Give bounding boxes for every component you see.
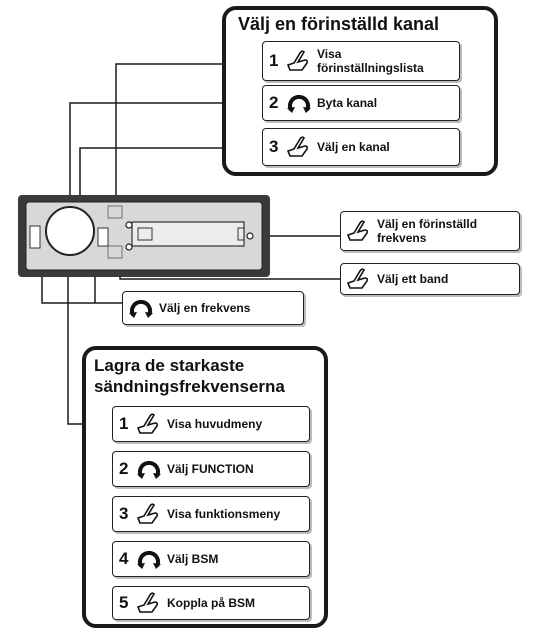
touch-icon: [346, 268, 369, 289]
best-stations-panel: Lagra de starkaste sändningsfrekvenserna: [82, 346, 328, 628]
preset-up-button: [125, 221, 133, 229]
step-label: Koppla på BSM: [167, 596, 256, 610]
bottom-step-5[interactable]: 5 Koppla på BSM: [112, 586, 310, 620]
step-number: 4: [119, 549, 129, 568]
rotate-icon: [137, 550, 161, 569]
band-button: [107, 245, 123, 259]
side-button-left: [29, 225, 41, 249]
touch-icon: [136, 592, 159, 613]
step-label: Visa huvudmeny: [167, 417, 263, 431]
callout-label: Välj ett band: [377, 272, 449, 286]
callout-label: Välj en frekvens: [159, 301, 251, 315]
side-button-right: [97, 227, 109, 247]
bottom-step-1[interactable]: 1 Visa huvudmeny: [112, 406, 310, 442]
step-label: Välj BSM: [167, 552, 219, 566]
step-number: 2: [119, 459, 129, 478]
touch-icon: [346, 220, 369, 241]
callout-preset-frequency[interactable]: Välj en förinställd frekvens: [340, 211, 520, 251]
list-button: [107, 205, 123, 219]
rotate-icon: [137, 460, 161, 479]
callout-band[interactable]: Välj ett band: [340, 263, 520, 295]
touch-icon: [136, 503, 159, 524]
step-label: Välj en kanal: [317, 140, 390, 154]
preset-down-button: [125, 243, 133, 251]
rotate-icon: [287, 94, 311, 113]
step-label: Visa förinställningslista: [317, 47, 424, 75]
detach-button: [246, 232, 254, 240]
step-number: 1: [119, 414, 129, 433]
stereo-display: [131, 221, 245, 247]
step-number: 3: [269, 137, 279, 156]
step-number: 1: [269, 51, 279, 70]
display-end: [237, 227, 245, 241]
top-step-1[interactable]: 1 Visa förinställningslista: [262, 41, 460, 81]
step-number: 5: [119, 593, 129, 612]
display-segment: [137, 227, 153, 241]
step-number: 3: [119, 504, 129, 523]
line-step1-preset-list: [115, 63, 262, 212]
bottom-step-4[interactable]: 4 Välj BSM: [112, 541, 310, 577]
top-step-2[interactable]: 2 Byta kanal: [262, 85, 460, 121]
touch-icon: [286, 50, 309, 71]
bottom-step-2[interactable]: 2 Välj FUNCTION: [112, 451, 310, 487]
callout-frequency[interactable]: Välj en frekvens: [122, 291, 304, 325]
volume-knob: [45, 206, 95, 256]
rotate-icon: [129, 299, 153, 318]
step-label: Välj FUNCTION: [167, 462, 254, 476]
callout-label: Välj en förinställd frekvens: [377, 217, 478, 245]
line-step2-knob: [69, 102, 262, 222]
bottom-step-3[interactable]: 3 Visa funktionsmeny: [112, 496, 310, 532]
top-step-3[interactable]: 3 Välj en kanal: [262, 128, 460, 166]
step-label: Byta kanal: [317, 96, 378, 110]
step-number: 2: [269, 93, 279, 112]
preset-channel-title: Välj en förinställd kanal: [238, 14, 440, 34]
touch-icon: [136, 413, 159, 434]
best-stations-title-line1: Lagra de starkaste: [94, 356, 245, 375]
touch-icon: [286, 136, 309, 157]
car-stereo-unit: [18, 195, 270, 277]
step-label: Visa funktionsmeny: [167, 507, 281, 521]
best-stations-title-line2: sändningsfrekvenserna: [94, 377, 285, 396]
